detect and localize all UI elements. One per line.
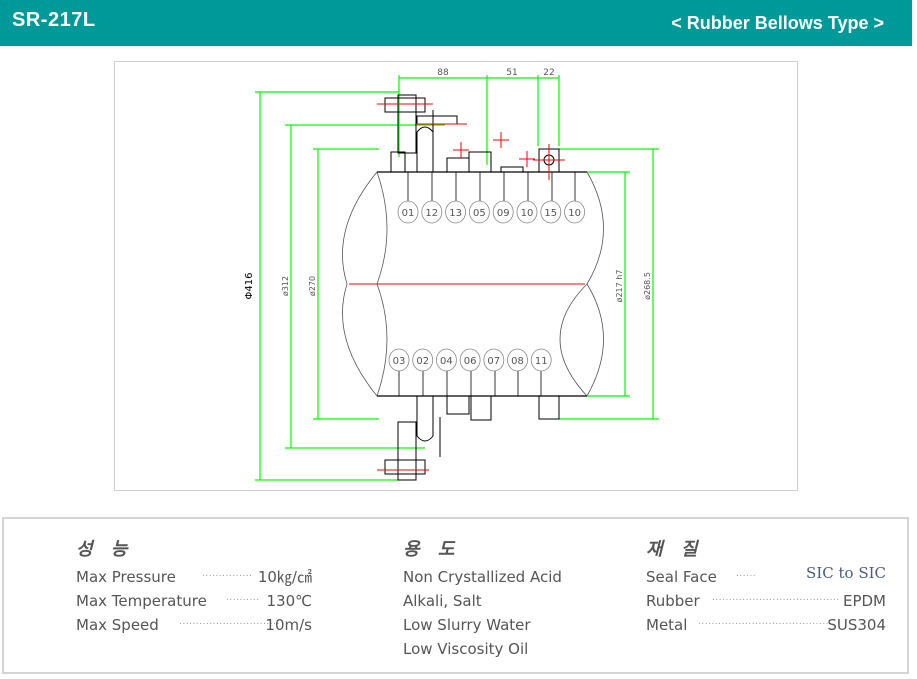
dim-312: ø312	[281, 276, 290, 296]
seal-assembly-bottom	[384, 395, 560, 481]
part-callout-bubble	[388, 348, 410, 372]
performance-section: 성 능 Max Pressure ............... 10㎏/㎠ M…	[76, 539, 312, 637]
part-callout-bubble	[507, 348, 528, 372]
part-callout-bubble	[483, 348, 505, 372]
part-callout-bubble	[516, 200, 538, 224]
part-callout-number: 07	[487, 356, 500, 367]
material-value: EPDM	[842, 592, 886, 610]
part-callout-bubble	[459, 348, 481, 372]
application-text: Alkali, Salt	[403, 592, 482, 610]
material-row-seal-face: Seal Face ...... SIC to SIC	[646, 564, 886, 589]
drawing-svg: 01 12 13 05 09 10 15 10 03 02 04 06 07 08 11 88 51 22…	[244, 68, 659, 481]
dim-217-h7: ø217 h7	[615, 270, 624, 303]
part-callout-number: 06	[464, 356, 477, 367]
part-callout-bubble	[530, 348, 552, 372]
material-label: Rubber	[646, 592, 700, 610]
part-callout-number: 09	[497, 208, 510, 219]
material-label: Metal	[646, 616, 688, 634]
part-callout-number: 11	[535, 356, 548, 367]
part-callout-number: 05	[473, 208, 486, 219]
title-bar: SR-217L < Rubber Bellows Type >	[0, 0, 912, 46]
material-label: Seal Face	[646, 568, 717, 586]
technical-drawing: 01 12 13 05 09 10 15 10 03 02 04 06 07 08 11 88 51 22…	[114, 61, 798, 491]
leader-dots: ......	[736, 569, 757, 579]
spec-label: Max Speed	[76, 616, 159, 634]
material-row-rubber: Rubber .................................…	[646, 589, 886, 613]
application-section: 용 도 Non Crystallized Acid Alkali, Salt L…	[403, 539, 603, 661]
dimension-lines	[255, 75, 659, 481]
spec-row-max-temperature: Max Temperature .......... 130℃	[76, 589, 312, 613]
spring-housing	[446, 157, 470, 173]
dim-51: 51	[506, 68, 517, 78]
part-callout-number: 10	[521, 208, 534, 219]
part-callout-number: 12	[425, 208, 438, 219]
part-callout-number: 08	[511, 356, 524, 367]
application-item: Low Slurry Water	[403, 613, 603, 637]
part-callout-bubble	[435, 348, 457, 372]
material-heading: 재 질	[646, 539, 704, 560]
spec-row-max-speed: Max Speed ..............................…	[76, 613, 312, 637]
part-callout-bubble	[445, 200, 467, 224]
leader-dots: ........................................	[698, 617, 833, 627]
application-item: Non Crystallized Acid	[403, 565, 603, 589]
spec-row-max-pressure: Max Pressure ............... 10㎏/㎠	[76, 565, 312, 589]
dim-270: ø270	[308, 276, 317, 296]
spec-label: Max Temperature	[76, 592, 207, 610]
leader-lines-bottom	[398, 370, 542, 396]
part-callout-number: 13	[449, 208, 462, 219]
spec-value: 130℃	[266, 592, 312, 610]
performance-heading: 성 능	[76, 539, 134, 560]
part-callout-number: 04	[440, 356, 453, 367]
part-callout-bubble	[468, 200, 490, 224]
part-callout-bubble	[397, 200, 419, 224]
material-row-metal: Metal ..................................…	[646, 613, 886, 637]
dim-outer-416: Φ416	[244, 273, 255, 300]
material-value: SIC to SIC	[806, 564, 886, 582]
seal-assembly-top	[384, 94, 560, 173]
part-callout-bubble	[564, 200, 586, 224]
part-callout-bubble	[492, 200, 514, 224]
dim-268-5: ø268.5	[643, 272, 652, 300]
application-heading: 용 도	[403, 539, 461, 560]
leader-dots: ..............................	[179, 617, 280, 627]
callouts-bottom: 03 02 04 06 07 08 11	[388, 348, 552, 372]
callouts-top: 01 12 13 05 09 10 15 10	[397, 200, 586, 224]
spec-label: Max Pressure	[76, 568, 176, 586]
shaft-right-arc	[586, 171, 604, 397]
part-callout-bubble	[421, 200, 443, 224]
application-text: Low Slurry Water	[403, 616, 531, 634]
part-callout-bubble	[540, 200, 562, 224]
shaft-left-arc	[342, 171, 378, 397]
part-callout-number: 02	[416, 356, 429, 367]
part-callout-number: 01	[402, 208, 415, 219]
application-item: Alkali, Salt	[403, 589, 603, 613]
leader-dots: ..........	[226, 593, 260, 603]
part-callout-number: 15	[544, 208, 557, 219]
gland-bolt-bottom	[397, 421, 417, 481]
model-name: SR-217L	[12, 9, 96, 31]
specifications-panel: 성 능 Max Pressure ............... 10㎏/㎠ M…	[2, 517, 909, 674]
part-callout-bubble	[412, 348, 434, 372]
spec-value: 10㎏/㎠	[257, 568, 312, 586]
leader-dots: ......................................	[712, 593, 840, 603]
material-section: 재 질 Seal Face ...... SIC to SIC Rubber .…	[646, 539, 886, 637]
leader-lines-top	[407, 172, 576, 202]
leader-dots: ...............	[202, 569, 253, 579]
shaft-right-inner-arc	[559, 283, 588, 397]
spec-value: 10m/s	[265, 616, 312, 634]
application-text: Non Crystallized Acid	[403, 568, 562, 586]
application-text: Low Viscosity Oil	[403, 640, 529, 658]
shaft-outline	[342, 171, 604, 397]
seal-type-label: < Rubber Bellows Type >	[671, 13, 884, 33]
rotating-ring	[468, 151, 492, 173]
material-value: SUS304	[827, 616, 886, 634]
centerline-marks-top	[377, 103, 565, 180]
part-callout-number: 03	[393, 356, 406, 367]
dim-22: 22	[543, 68, 554, 78]
application-item: Low Viscosity Oil	[403, 637, 603, 661]
part-callout-number: 10	[568, 208, 581, 219]
dim-88: 88	[437, 68, 449, 78]
